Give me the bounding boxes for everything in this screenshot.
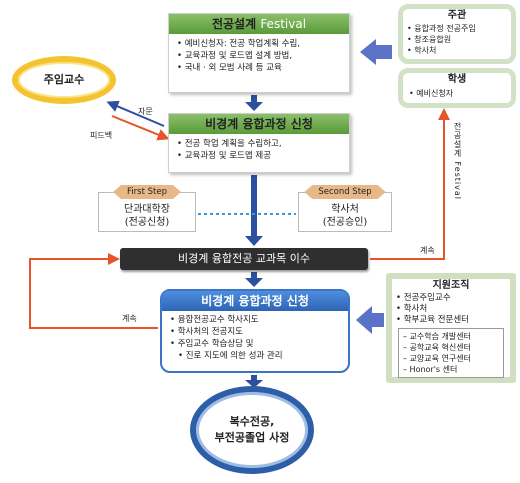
support-item: 학부교육 전문센터 [396, 315, 510, 326]
continue-loop-left [29, 253, 158, 329]
first-step-tag: First Step [113, 185, 181, 199]
apply1-title: 비경계 융합과정 신청 [205, 117, 313, 131]
apply1-line: 전공 학업 계획을 수립하고, [177, 138, 349, 150]
festival-title-sub: Festival [260, 17, 307, 31]
support-item: 학사처 [396, 304, 510, 315]
host-arrow [360, 39, 392, 65]
festival-title-main: 전공설계 [211, 17, 257, 31]
festival-line: 예비신청자: 전공 학업계획 수립, [177, 38, 349, 50]
graduation-line1: 복수전공, [229, 415, 275, 428]
continue-label-right: 계속 [420, 246, 435, 255]
support-panel: 지원조직 전공주임교수 학사처 학부교육 전문센터 – 교수학습 개발센터 – … [386, 273, 516, 383]
student-panel: 학생 예비신청자 [398, 68, 516, 108]
festival-box: 전공설계 Festival 예비신청자: 전공 학업계획 수립, 교육과정 및 … [168, 13, 350, 93]
down-arrow-1 [245, 95, 263, 111]
feedback-arrow [111, 115, 170, 141]
student-item: 예비신청자 [409, 88, 511, 100]
festival-list: 예비신청자: 전공 학업계획 수립, 교육과정 및 로드맵 설계 방법, 국내 … [177, 38, 349, 74]
professor-oval: 주임교수 [12, 56, 116, 104]
down-arrow-3 [245, 272, 263, 287]
apply-box-1: 비경계 융합과정 신청 전공 학업 계획을 수립하고, 교육과정 및 로드맵 제… [168, 113, 350, 173]
first-step-line2: (전공신청) [124, 217, 170, 228]
continue-label-left: 계속 [122, 314, 137, 323]
student-list: 예비신청자 [409, 88, 511, 100]
apply1-line: 교육과정 및 로드맵 제공 [177, 150, 349, 162]
host-panel: 주관 융합과정 전공주임 창조융합원 학사처 [398, 4, 516, 64]
host-item: 융합과정 전공주임 [407, 23, 511, 34]
enroll-label: 비경계 융합전공 교과목 이수 [178, 252, 310, 265]
graduation-circle: 복수전공, 부전공졸업 사정 [190, 386, 314, 474]
support-item: 전공주임교수 [396, 293, 510, 304]
second-step-line2: (전공승인) [322, 217, 368, 228]
graduation-line2: 부전공졸업 사정 [214, 431, 290, 444]
second-step-tag: Second Step [304, 185, 385, 199]
second-step-line1: 학사처 [331, 204, 359, 215]
apply-box-2: 비경계 융합과정 신청 융합전공교수 학사지도 학사처의 전공지도 주임교수 학… [160, 289, 350, 373]
apply2-list: 융합전공교수 학사지도 학사처의 전공지도 주임교수 학습상담 및 진로 지도에… [170, 314, 348, 362]
support-sub-item: – 공학교육 혁신센터 [403, 343, 471, 352]
festival-line: 교육과정 및 로드맵 설계 방법, [177, 50, 349, 62]
support-sub-item: – 교수학습 개발센터 [403, 332, 471, 341]
support-title: 지원조직 [432, 280, 470, 291]
apply2-header: 비경계 융합과정 신청 [162, 291, 348, 311]
apply2-title: 비경계 융합과정 신청 [201, 294, 309, 308]
consult-arrow [106, 100, 165, 127]
feedback-label: 피드백 [90, 131, 113, 140]
vertical-festival-label: 전공설계 Festival [453, 122, 462, 201]
enroll-bar: 비경계 융합전공 교과목 이수 [120, 248, 368, 270]
second-step-box: Second Step 학사처 (전공승인) [298, 192, 392, 232]
support-sub-item: – 교양교육 연구센터 [403, 354, 471, 363]
festival-line: 국내 · 외 모범 사례 등 교육 [177, 62, 349, 74]
apply2-line: 진로 지도에 의한 성과 관리 [170, 350, 348, 362]
host-item: 학사처 [407, 45, 511, 56]
host-list: 융합과정 전공주임 창조융합원 학사처 [407, 23, 511, 56]
support-arrow [356, 306, 384, 334]
host-item: 창조융합원 [407, 34, 511, 45]
student-title: 학생 [447, 74, 467, 85]
apply2-line: 융합전공교수 학사지도 [170, 314, 348, 326]
support-list: 전공주임교수 학사처 학부교육 전문센터 [396, 293, 510, 326]
continue-loop-right [370, 108, 450, 260]
first-step-line1: 단과대학장 [124, 204, 170, 215]
professor-label: 주임교수 [43, 73, 85, 86]
consult-label: 자문 [138, 107, 153, 116]
apply1-list: 전공 학업 계획을 수립하고, 교육과정 및 로드맵 제공 [177, 138, 349, 162]
festival-header: 전공설계 Festival [169, 14, 349, 34]
support-sub-item: – Honor's 센터 [403, 365, 458, 374]
support-sub-box: – 교수학습 개발센터 – 공학교육 혁신센터 – 교양교육 연구센터 – Ho… [398, 328, 504, 378]
apply2-line: 주임교수 학습상담 및 [170, 338, 348, 350]
apply1-header: 비경계 융합과정 신청 [169, 114, 349, 134]
down-arrow-2 [245, 175, 263, 246]
first-step-box: First Step 단과대학장 (전공신청) [98, 192, 196, 232]
host-title: 주관 [447, 10, 467, 21]
down-arrow-4 [245, 375, 263, 388]
apply2-line: 학사처의 전공지도 [170, 326, 348, 338]
